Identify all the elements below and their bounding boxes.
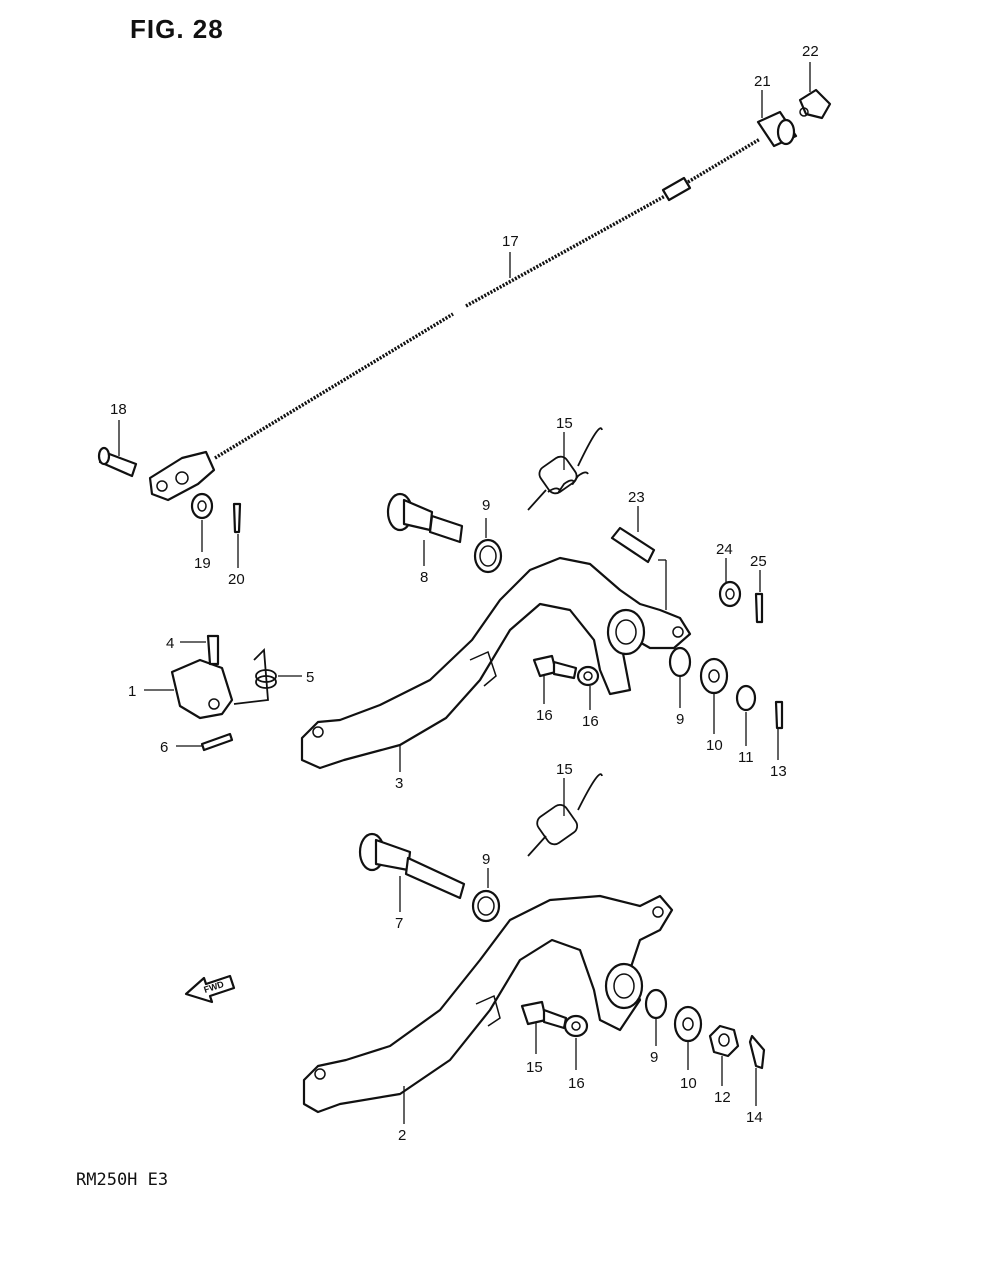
callout-7: 7 [395,915,403,932]
cotter-pin-20 [232,502,242,534]
adjust-bolt-15b [520,1000,568,1030]
callout-2: 2 [398,1127,406,1144]
callout-1: 1 [128,683,136,700]
o-ring-9a [473,538,503,574]
pivot-shaft-7 [358,832,466,900]
callout-4: 4 [166,635,174,652]
callout-8: 8 [420,569,428,586]
model-code: RM250H E3 [76,1170,169,1190]
callout-12: 12 [714,1089,731,1106]
clevis-pin [97,446,138,478]
o-ring-9c [471,889,501,923]
callout-9-a: 9 [482,497,490,514]
cotter-pin-13a [774,700,784,730]
callout-16-upper: 16 [582,713,599,730]
callout-3: 3 [395,775,403,792]
callout-17: 17 [502,233,519,250]
callout-25: 25 [750,553,767,570]
lock-nut-16b [563,1014,589,1038]
callout-20: 20 [228,571,245,588]
cotter-pin-13b [748,1034,766,1070]
cable-adjuster [756,110,798,148]
brake-pedal-3 [300,556,692,770]
callout-9-d: 9 [650,1049,658,1066]
washer-10b [673,1005,703,1043]
footrest-pin-4 [206,634,220,666]
callout-11: 11 [738,749,754,766]
callout-9-c: 9 [482,851,490,868]
washer-11 [735,684,757,712]
footrest-spring-5 [233,647,277,705]
cable-joint [798,88,832,120]
callout-22: 22 [802,43,819,60]
callout-15-lower: 15 [526,1059,543,1076]
adjust-bolt-15a [532,654,578,680]
cotter-pin-25 [754,592,764,624]
o-ring-9d [644,988,668,1020]
callout-15-upper: 16 [536,707,553,724]
callout-14-lower: 15 [556,761,573,778]
lock-nut-16a [576,665,600,687]
callout-10-lower: 10 [680,1075,697,1092]
return-spring-upper [527,427,603,511]
washer-10a [699,657,729,695]
figure-title: FIG. 28 [130,14,224,44]
callout-10-upper: 10 [706,737,723,754]
cotter-pin-6 [200,732,234,752]
rear-brake-cable [214,137,761,460]
washer-24 [718,580,742,608]
cable-clevis [148,450,216,502]
callout-18: 18 [110,401,127,418]
clevis-pin-23 [610,526,656,564]
callout-6: 6 [160,739,168,756]
footrest-1 [170,658,234,720]
callout-24: 24 [716,541,733,558]
washer-19 [190,492,214,520]
pivot-bolt-8 [386,492,464,544]
brake-pedal-2 [302,894,674,1114]
callout-5: 5 [306,669,314,686]
leader-lines [118,62,811,1124]
callout-16-lower: 16 [568,1075,585,1092]
o-ring-9b [668,646,692,678]
callout-9-b: 9 [676,711,684,728]
callout-13-upper: 13 [770,763,787,780]
callout-13-lower: 14 [746,1109,763,1126]
callout-labels: 22 21 17 18 19 20 15 9 8 23 24 25 4 5 1 … [110,43,819,1144]
callout-14-upper: 15 [556,415,573,432]
callout-21: 21 [754,73,771,90]
nut-12 [708,1024,740,1058]
return-spring-lower [527,773,603,857]
callout-23: 23 [628,489,645,506]
callout-19: 19 [194,555,211,572]
forward-arrow-icon: FWD [184,974,236,1004]
